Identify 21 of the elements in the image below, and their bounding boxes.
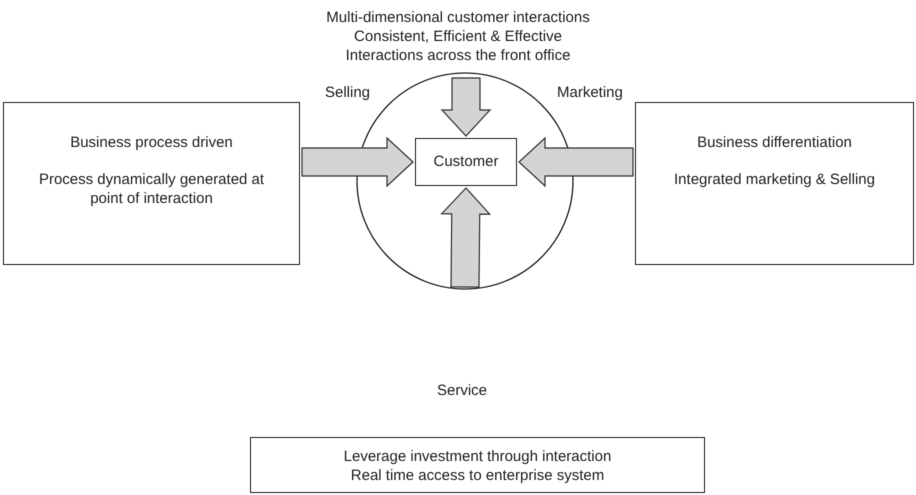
block-arrow <box>518 136 634 188</box>
process-box <box>635 102 914 265</box>
box-text: Real time access to enterprise system <box>350 466 606 485</box>
section-label: Marketing <box>557 84 623 101</box>
heading-line: Consistent, Efficient & Effective <box>353 27 563 46</box>
heading-line: Interactions across the front office <box>344 46 572 65</box>
process-box <box>250 437 705 493</box>
box-heading: Business process driven <box>69 133 234 152</box>
box-text: Process dynamically generated at point of interaction <box>38 170 266 208</box>
heading-line: Multi-dimensional customer interactions <box>325 8 591 27</box>
box-text: Customer <box>432 152 500 171</box>
section-label: Selling <box>325 84 370 101</box>
customer-box <box>415 138 517 186</box>
box-heading: Leverage investment through interaction <box>342 447 612 466</box>
process-box <box>3 102 300 265</box>
block-arrow <box>301 136 414 188</box>
section-label: Service <box>437 382 488 399</box>
box-heading: Business differentiation <box>696 133 853 152</box>
block-arrow <box>440 77 492 137</box>
block-arrow <box>440 187 492 288</box>
box-text: Integrated marketing & Selling <box>673 170 876 189</box>
